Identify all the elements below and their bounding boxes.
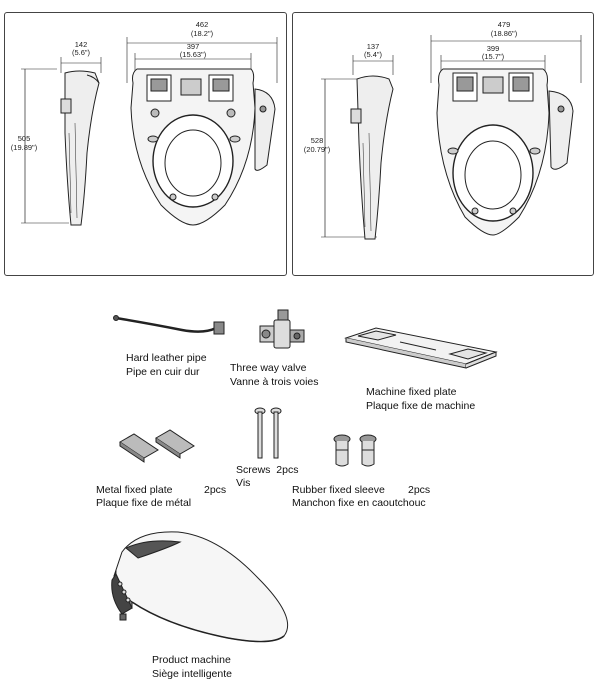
side-width-mm: 142	[74, 40, 88, 49]
product-machine-label: Product machine	[152, 654, 231, 666]
inner-width-mm: 397	[186, 42, 200, 51]
rubber-fixed-sleeve-illustration	[333, 434, 377, 467]
screws-label-fr: Vis	[236, 477, 251, 489]
screws-qty: 2pcs	[276, 464, 299, 476]
dimension-panel-1: 142 (5.6") 462 (18.2") 397 (15.63") 505 …	[4, 12, 287, 276]
rubber-fixed-sleeve-label-fr: Manchon fixe en caoutchouc	[292, 497, 426, 509]
seat-drawing-1	[21, 37, 278, 226]
metal-fixed-plate-qty: 2pcs	[204, 484, 227, 496]
seat-drawing-2	[321, 35, 582, 240]
height-in: (19.89")	[10, 143, 38, 152]
height-in: (20.79")	[303, 145, 331, 154]
height-mm: 528	[310, 136, 324, 145]
metal-fixed-plate-label: Metal fixed plate	[96, 484, 173, 496]
product-machine-label-fr: Siège intelligente	[152, 668, 232, 680]
machine-fixed-plate-illustration	[344, 327, 498, 369]
inner-width-mm: 399	[486, 44, 500, 53]
top-width-in: (18.86")	[490, 29, 518, 38]
inner-width-in: (15.7")	[481, 52, 505, 61]
metal-fixed-plate-illustration	[119, 429, 195, 463]
three-way-valve-label-fr: Vanne à trois voies	[230, 376, 319, 388]
machine-fixed-plate-label: Machine fixed plate	[366, 386, 457, 398]
top-width-in: (18.2")	[190, 29, 214, 38]
screws-label: Screws 2pcs	[236, 464, 299, 476]
inner-width-in: (15.63")	[179, 50, 207, 59]
hard-leather-pipe-illustration	[113, 315, 225, 335]
rubber-fixed-sleeve-qty: 2pcs	[408, 484, 431, 496]
side-width-in: (5.4")	[363, 50, 383, 59]
three-way-valve-label: Three way valve	[230, 362, 307, 374]
metal-fixed-plate-label-fr: Plaque fixe de métal	[96, 497, 192, 509]
side-width-in: (5.6")	[71, 48, 91, 57]
side-width-mm: 137	[366, 42, 380, 51]
top-width-mm: 479	[497, 20, 511, 29]
three-way-valve-illustration	[259, 309, 305, 349]
rubber-fixed-sleeve-label: Rubber fixed sleeve	[292, 484, 385, 496]
screws-illustration	[254, 407, 282, 459]
dimension-panel-2: 137 (5.4") 479 (18.86") 399 (15.7") 528 …	[292, 12, 594, 276]
product-machine-illustration	[111, 531, 289, 643]
hard-leather-pipe-label-fr: Pipe en cuir dur	[126, 366, 200, 378]
machine-fixed-plate-label-fr: Plaque fixe de machine	[366, 400, 476, 412]
top-width-mm: 462	[195, 20, 209, 29]
hard-leather-pipe-label: Hard leather pipe	[126, 352, 207, 364]
height-mm: 505	[17, 134, 31, 143]
